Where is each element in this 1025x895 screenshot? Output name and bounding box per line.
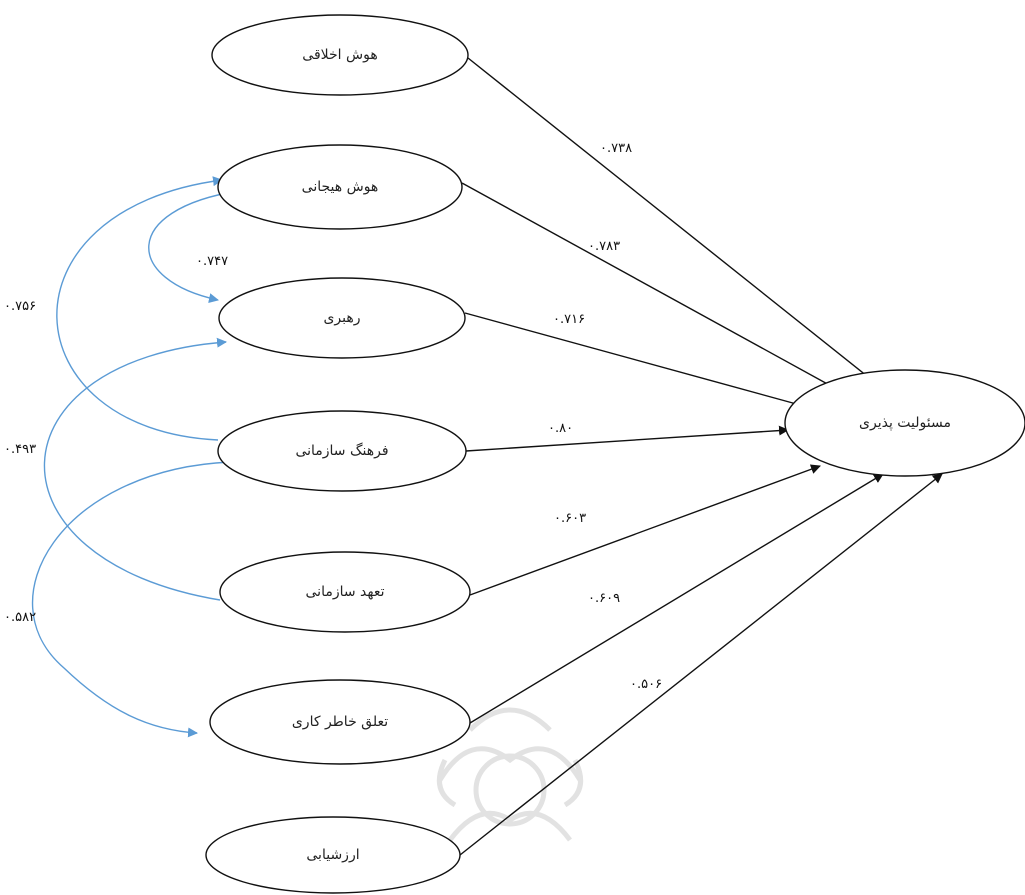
correlation-label-emotional-culture: ۰.۷۵۶ <box>4 299 36 314</box>
node-emotional-intelligence-label: هوش هیجانی <box>302 179 379 195</box>
coefficient-moral-intelligence: ۰.۷۳۸ <box>600 141 632 156</box>
correlation-curve-emotional-leadership <box>148 184 248 303</box>
correlation-label-emotional-leadership: ۰.۷۴۷ <box>196 254 228 269</box>
correlation-curve-leadership-commitment <box>43 337 227 601</box>
correlation-label-leadership-commitment: ۰.۴۹۳ <box>4 442 36 457</box>
structural-paths <box>459 57 943 856</box>
node-evaluation: ارزشیابی <box>205 816 461 894</box>
node-emotional-intelligence: هوش هیجانی <box>217 144 463 230</box>
node-evaluation-label: ارزشیابی <box>306 847 359 863</box>
node-leadership: رهبری <box>218 277 466 359</box>
path-organizational-commitment <box>469 464 821 596</box>
path-moral-intelligence <box>467 57 883 389</box>
coefficient-evaluation: ۰.۵۰۶ <box>630 677 662 692</box>
correlation-label-culture-engagement: ۰.۵۸۲ <box>4 610 36 625</box>
coefficient-work-engagement: ۰.۶۰۹ <box>588 591 620 606</box>
node-moral-intelligence-label: هوش اخلاقی <box>302 47 377 63</box>
coefficient-organizational-commitment: ۰.۶۰۳ <box>554 511 586 526</box>
node-leadership-label: رهبری <box>323 310 360 326</box>
node-organizational-commitment: تعهد سازمانی <box>219 551 471 633</box>
path-leadership <box>464 312 812 411</box>
node-responsibility-label: مسئولیت پذیری <box>859 415 951 431</box>
node-responsibility: مسئولیت پذیری <box>784 369 1025 477</box>
path-organizational-culture <box>465 425 789 452</box>
node-work-engagement: تعلق خاطر کاری <box>209 679 471 765</box>
coefficient-organizational-culture: ۰.۸۰ <box>548 421 573 436</box>
node-organizational-commitment-label: تعهد سازمانی <box>306 584 385 600</box>
coefficient-emotional-intelligence: ۰.۷۸۳ <box>588 239 620 254</box>
correlation-curves <box>31 176 248 738</box>
path-evaluation <box>459 473 943 856</box>
correlation-curve-culture-engagement <box>31 461 231 738</box>
node-moral-intelligence: هوش اخلاقی <box>211 14 469 96</box>
watermark-emblem <box>436 707 584 842</box>
path-emotional-intelligence <box>461 182 843 393</box>
node-organizational-culture: فرهنگ سازمانی <box>217 410 467 492</box>
correlation-labels: ۰.۷۴۷ ۰.۷۵۶ ۰.۴۹۳ ۰.۵۸۲ <box>4 254 228 625</box>
node-work-engagement-label: تعلق خاطر کاری <box>292 714 388 730</box>
path-work-engagement <box>469 473 884 724</box>
correlation-curve-emotional-culture <box>56 176 223 441</box>
coefficient-leadership: ۰.۷۱۶ <box>553 312 585 327</box>
node-organizational-culture-label: فرهنگ سازمانی <box>295 442 388 459</box>
path-coefficient-labels: ۰.۷۳۸ ۰.۷۸۳ ۰.۷۱۶ ۰.۸۰ ۰.۶۰۳ ۰.۶۰۹ ۰.۵۰۶ <box>548 141 662 692</box>
